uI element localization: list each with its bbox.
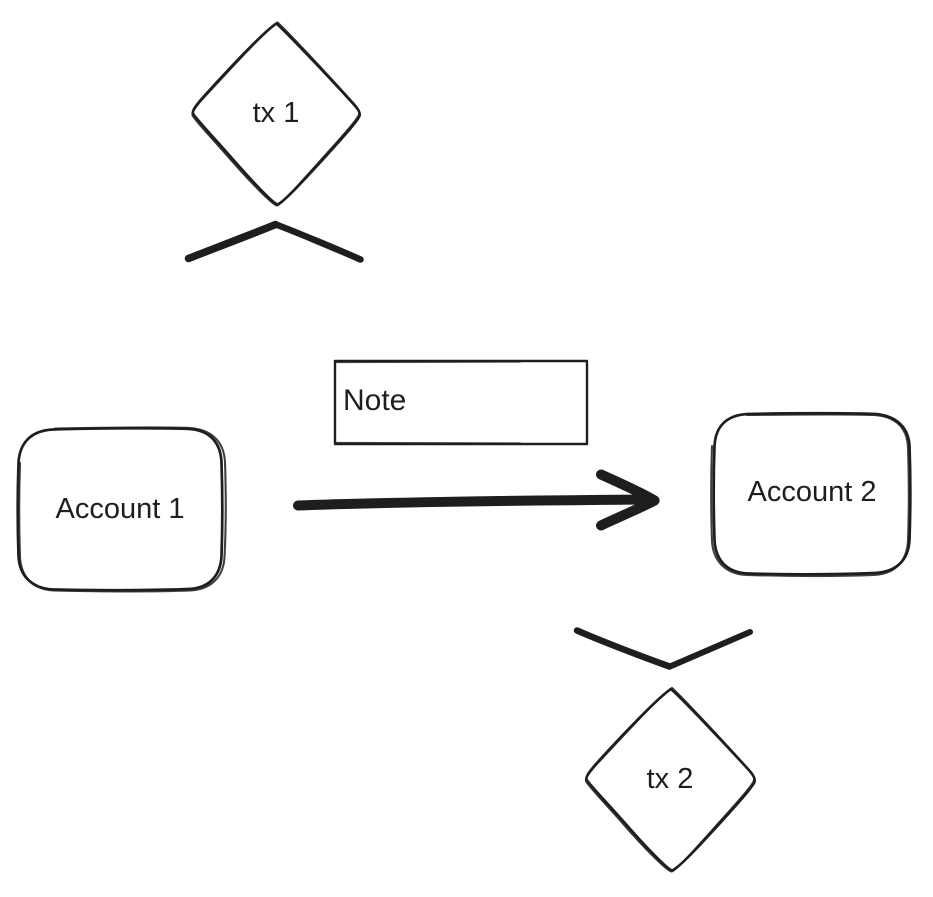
note-box-shape[interactable] xyxy=(333,359,589,446)
account1-box-shape[interactable] xyxy=(16,426,227,593)
tx2-chevron-down[interactable] xyxy=(573,627,753,670)
tx1-chevron-up[interactable] xyxy=(184,220,364,263)
tx2-diamond-shape[interactable] xyxy=(584,686,757,873)
account2-box-shape[interactable] xyxy=(710,411,912,577)
tx1-diamond-shape[interactable] xyxy=(191,21,362,207)
account1-to-account2-arrow[interactable] xyxy=(293,469,660,531)
